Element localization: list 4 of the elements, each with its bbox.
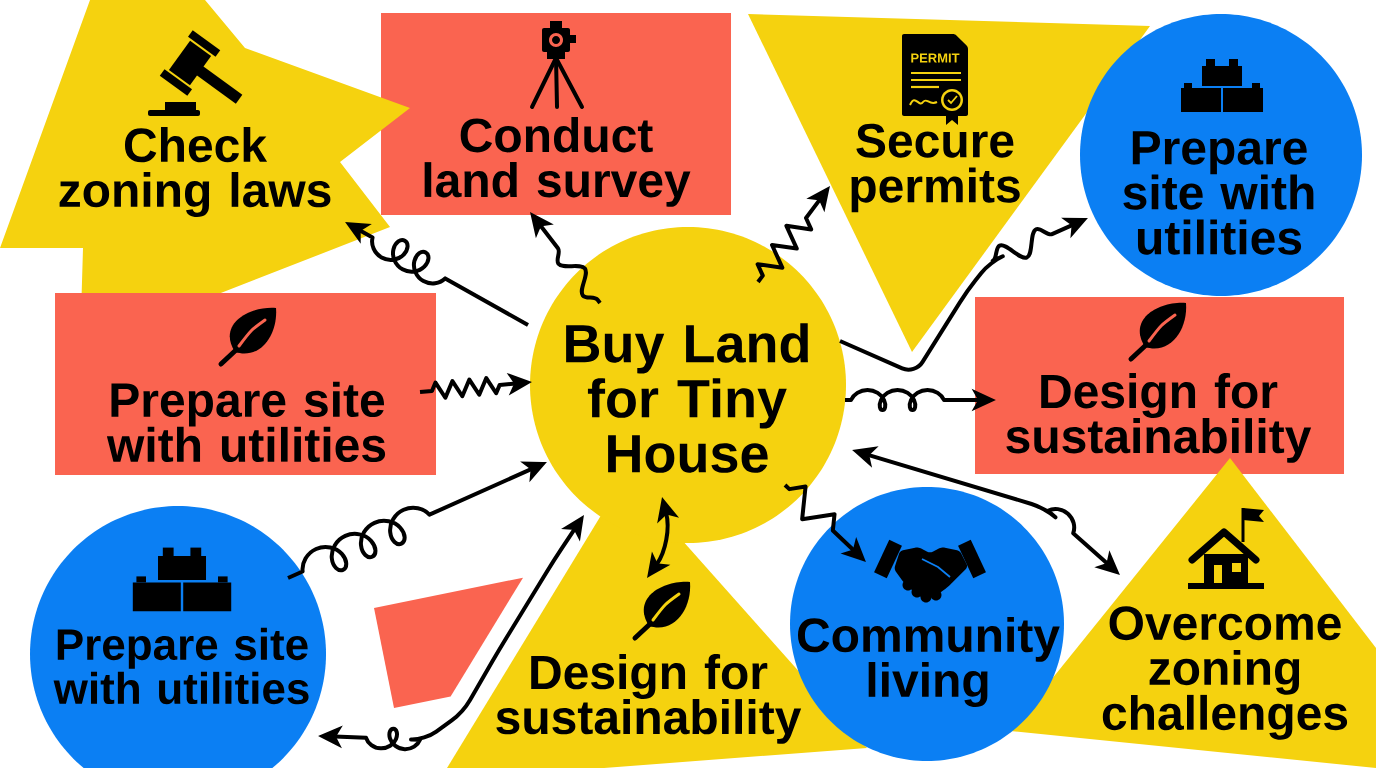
icon-text: PERMIT xyxy=(911,53,960,63)
rectangle-node: Conduct land survey xyxy=(381,13,731,215)
rectangle-node: Design for sustainability xyxy=(975,297,1344,474)
rectangle-node: Prepare site with utilities xyxy=(55,293,436,475)
